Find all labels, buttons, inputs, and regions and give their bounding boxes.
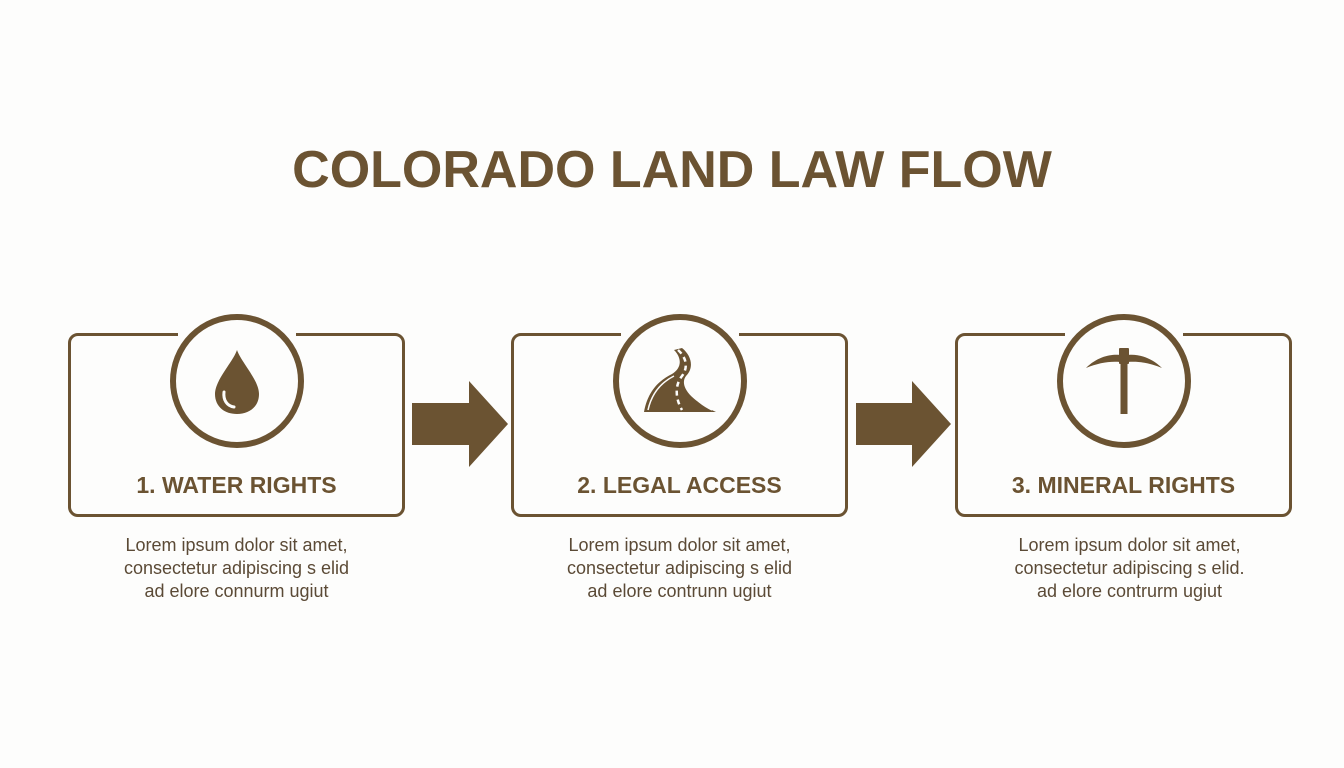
step-description: Lorem ipsum dolor sit amet, consectetur … (961, 534, 1298, 603)
description-line: ad elore connurm ugiut (144, 581, 329, 601)
winding-road-icon (643, 348, 716, 412)
icon-circle (612, 314, 747, 448)
page-title: COLORADO LAND LAW FLOW (292, 141, 1052, 199)
description-line: ad elore contrunn ugiut (587, 581, 772, 601)
description-line: Lorem ipsum dolor sit amet, (125, 535, 348, 555)
pickaxe-icon (1085, 348, 1162, 414)
step-description: Lorem ipsum dolor sit amet, consectetur … (511, 534, 848, 603)
arrow-right-icon (856, 381, 951, 467)
arrow-right-icon (412, 381, 508, 467)
step-card-water-rights: 1. WATER RIGHTS (68, 314, 405, 517)
step-card-mineral-rights: 3. MINERAL RIGHTS (955, 314, 1292, 517)
water-drop-icon (214, 350, 259, 414)
step-label: 3. MINERAL RIGHTS (1011, 472, 1236, 498)
description-line: Lorem ipsum dolor sit amet, (1018, 535, 1241, 555)
description-line: Lorem ipsum dolor sit amet, (568, 535, 791, 555)
step-card-legal-access: 2. LEGAL ACCESS (511, 314, 848, 517)
step-description: Lorem ipsum dolor sit amet, consectetur … (68, 534, 405, 603)
step-label: 1. WATER RIGHTS (136, 472, 337, 498)
step-label: 2. LEGAL ACCESS (577, 472, 782, 498)
icon-circle (1056, 314, 1191, 448)
icon-circle (169, 314, 304, 448)
description-line: consectetur adipiscing s elid. (1014, 558, 1245, 578)
description-line: ad elore contrurm ugiut (1036, 581, 1223, 601)
description-line: consectetur adipiscing s elid (566, 558, 793, 578)
description-line: consectetur adipiscing s elid (123, 558, 350, 578)
